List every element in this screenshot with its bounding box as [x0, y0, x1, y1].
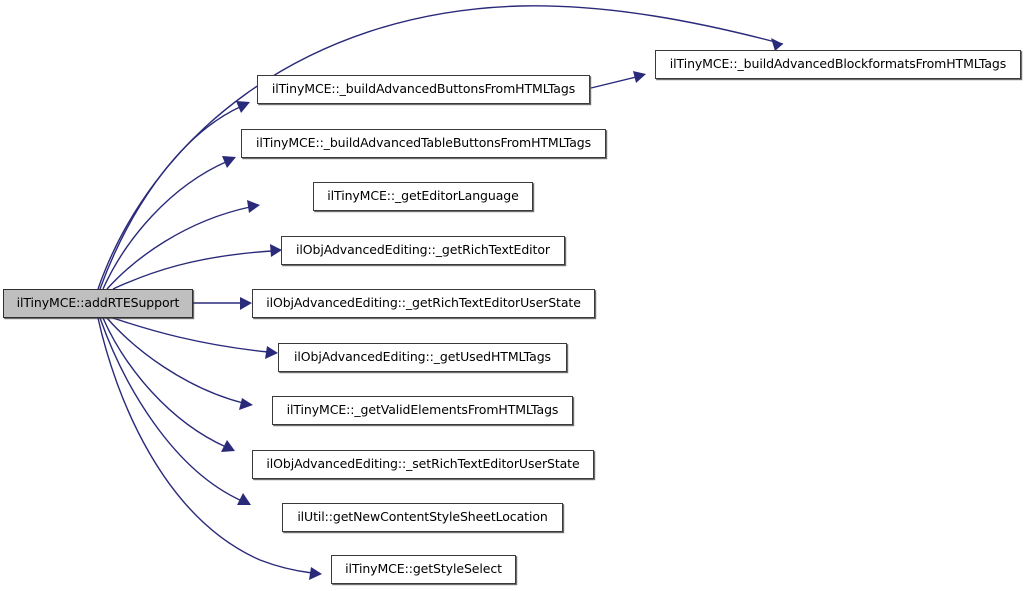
call-edge	[102, 160, 229, 290]
arrow-head-icon	[221, 440, 235, 452]
arrow-head-icon	[237, 493, 251, 505]
graph-node-current[interactable]: ilTinyMCE::addRTESupport	[3, 289, 193, 318]
graph-node[interactable]: ilTinyMCE::_buildAdvancedButtonsFromHTML…	[257, 75, 590, 104]
call-edge	[590, 76, 637, 89]
arrow-head-icon	[265, 346, 278, 359]
graph-node[interactable]: ilObjAdvancedEditing::_setRichTextEditor…	[252, 450, 594, 479]
arrow-head-icon	[309, 567, 322, 580]
graph-node[interactable]: ilObjAdvancedEditing::_getUsedHTMLTags	[278, 343, 567, 372]
graph-node[interactable]: ilTinyMCE::getStyleSelect	[331, 555, 516, 584]
arrow-head-icon	[239, 398, 253, 410]
call-edge	[112, 317, 269, 353]
call-edge	[97, 317, 313, 574]
arrow-head-icon	[633, 71, 646, 83]
arrow-head-icon	[247, 200, 260, 213]
graph-node[interactable]: ilObjAdvancedEditing::_getRichTextEditor	[281, 236, 565, 265]
arrow-head-icon	[771, 38, 783, 51]
arrow-head-icon	[270, 244, 282, 257]
call-edge	[99, 317, 243, 502]
graph-node[interactable]: ilTinyMCE::_getValidElementsFromHTMLTags	[272, 396, 573, 425]
arrow-head-icon	[240, 297, 252, 310]
graph-node[interactable]: ilTinyMCE::_buildAdvancedTableButtonsFro…	[241, 129, 606, 158]
graph-node[interactable]: ilUtil::getNewContentStyleSheetLocation	[282, 503, 563, 532]
arrow-head-icon	[222, 156, 236, 168]
call-edge	[102, 317, 227, 448]
arrow-head-icon	[236, 101, 250, 113]
call-edge	[112, 250, 273, 290]
graph-node[interactable]: ilObjAdvancedEditing::_getRichTextEditor…	[252, 289, 595, 318]
graph-node[interactable]: ilTinyMCE::_getEditorLanguage	[313, 182, 533, 211]
call-edge	[106, 317, 244, 404]
call-edge	[106, 206, 251, 290]
graph-node[interactable]: ilTinyMCE::_buildAdvancedBlockformatsFro…	[655, 50, 1021, 79]
call-edge	[99, 105, 243, 290]
